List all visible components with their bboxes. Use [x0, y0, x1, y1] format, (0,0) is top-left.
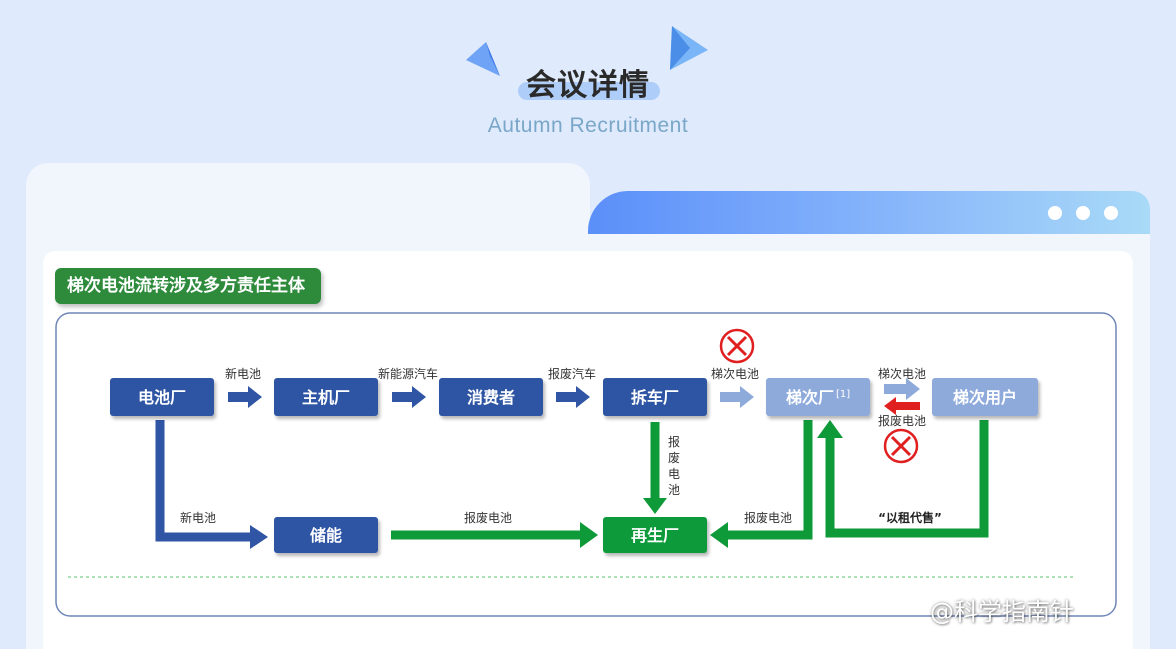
node-storage: 储能 — [309, 526, 342, 545]
page-title: 会议详情 — [526, 68, 650, 103]
edge-label-echelon-battery-2: 梯次电池 — [878, 367, 926, 381]
left-crystal-icon — [466, 42, 500, 76]
edge-label-echelon-battery-1: 梯次电池 — [711, 367, 759, 381]
edge-label-vertical-char-2: 废 — [668, 450, 680, 465]
flow-dismantler-to-recycler-head — [643, 498, 667, 514]
node-dismantler-box — [603, 378, 707, 416]
edge-label-nev: 新能源汽车 — [378, 366, 438, 381]
node-dismantler: 拆车厂 — [631, 388, 679, 407]
node-echelon-factory: 梯次厂 — [786, 388, 834, 407]
section-label: 梯次电池流转涉及多方责任主体 — [55, 268, 321, 304]
right-crystal-icon — [670, 26, 708, 70]
edge-label-vertical-char-3: 电 — [668, 467, 680, 481]
diagram-frame — [55, 312, 1117, 617]
arrow-oem-to-consumer — [392, 386, 426, 408]
flow-user-to-echelon-head — [817, 420, 843, 438]
edge-label-scrapped-car: 报废汽车 — [548, 366, 596, 381]
edge-label-scrapped-battery-echelon: 报废电池 — [744, 510, 792, 525]
flow-echelon-to-recycler — [728, 420, 813, 540]
arrow-battery-to-oem — [228, 386, 262, 408]
edge-label-vertical-char-4: 池 — [668, 483, 680, 497]
node-battery-factory-box — [110, 378, 214, 416]
node-echelon-user: 梯次用户 — [953, 388, 1017, 407]
node-recycler: 再生厂 — [631, 526, 679, 545]
edge-label-scrapped-battery-red: 报废电池 — [878, 413, 926, 428]
node-recycler-box — [603, 517, 707, 553]
arrow-user-to-echelon-red — [884, 397, 920, 415]
content-panel — [43, 251, 1133, 649]
node-battery-factory: 电池厂 — [138, 388, 186, 407]
window-dot-1 — [1048, 206, 1062, 220]
forbidden-icon-top — [719, 328, 755, 364]
window-dot-2 — [1076, 206, 1090, 220]
arrow-dismantler-to-echelon — [720, 386, 754, 408]
arrow-echelon-to-user — [884, 378, 920, 400]
page-header: 会议详情 Autumn Recruitment — [0, 0, 1176, 160]
node-oem: 主机厂 — [302, 388, 350, 407]
title-highlight — [518, 82, 660, 100]
node-consumer-box — [439, 378, 543, 416]
watermark: @科学指南针 — [930, 598, 1074, 626]
flow-echelon-to-recycler-head — [710, 522, 728, 548]
node-consumer: 消费者 — [467, 388, 515, 407]
forbidden-icon-bottom — [883, 428, 919, 464]
edge-label-scrapped-battery-storage: 报废电池 — [464, 510, 512, 525]
page-subtitle: Autumn Recruitment — [487, 114, 689, 137]
edge-label-vertical-char-1: 报 — [668, 434, 680, 449]
flow-battery-to-storage-head — [250, 525, 268, 549]
node-echelon-factory-box — [766, 378, 870, 416]
flow-storage-to-recycler-head — [580, 522, 598, 548]
node-storage-box — [274, 517, 378, 553]
node-echelon-factory-superscript: [1] — [836, 389, 850, 400]
arrow-consumer-to-dismantler — [556, 386, 590, 408]
flow-user-to-echelon — [825, 420, 989, 538]
node-echelon-user-box — [932, 378, 1038, 416]
edge-label-new-battery-top: 新电池 — [225, 366, 261, 381]
window-dot-3 — [1104, 206, 1118, 220]
node-oem-box — [274, 378, 378, 416]
flow-battery-to-storage — [155, 420, 252, 542]
edge-label-new-battery-bottom: 新电池 — [180, 510, 216, 525]
title-block: 会议详情 — [500, 52, 676, 108]
edge-label-lease-instead-of-sale: “以租代售” — [878, 510, 942, 525]
